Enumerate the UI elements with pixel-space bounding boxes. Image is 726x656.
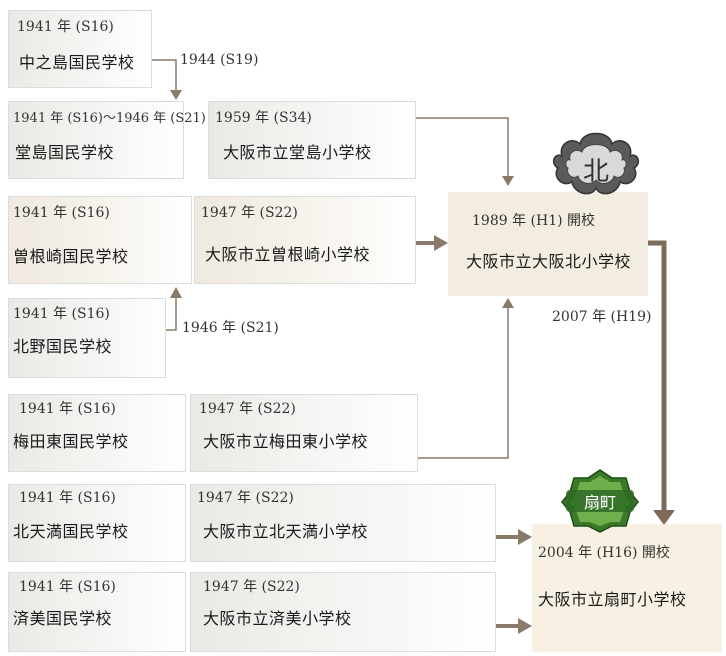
kita-school-emblem-icon: 北	[548, 126, 644, 202]
node-name: 済美国民学校	[13, 609, 113, 628]
node-umedahigashi-es: 1947 年 (S22) 大阪市立梅田東小学校	[190, 394, 418, 472]
node-name: 堂島国民学校	[15, 143, 115, 162]
arrow-dojima-to-osakakita	[416, 117, 509, 178]
node-year: 1947 年 (S22)	[197, 490, 294, 506]
node-name: 大阪市立曽根崎小学校	[205, 245, 371, 264]
node-name: 大阪市立済美小学校	[203, 609, 352, 628]
label-1944: 1944 (S19)	[180, 52, 259, 68]
node-name: 大阪市立扇町小学校	[538, 590, 687, 609]
node-name: 北野国民学校	[13, 337, 113, 356]
node-nakanoshima: 1941 年 (S16) 中之島国民学校	[8, 10, 152, 88]
node-name: 大阪市立梅田東小学校	[203, 432, 369, 451]
node-year: 1941 年 (S16)	[17, 19, 114, 35]
node-dojima-es: 1959 年 (S34) 大阪市立堂島小学校	[208, 101, 416, 179]
svg-text:扇町: 扇町	[584, 493, 616, 512]
node-year: 1947 年 (S22)	[199, 401, 296, 417]
node-sonezaki-es: 1947 年 (S22) 大阪市立曽根崎小学校	[194, 196, 416, 284]
node-saibi: 1941 年 (S16) 済美国民学校	[8, 572, 186, 652]
arrow-umedahigashi-to-osakakita	[418, 306, 509, 459]
node-dojima: 1941 年 (S16)～1946 年 (S21) 堂島国民学校	[8, 101, 206, 179]
node-sonezaki: 1941 年 (S16) 曽根崎国民学校	[8, 196, 192, 284]
arrow-kitano-to-sonezaki	[166, 296, 177, 331]
node-year: 1941 年 (S16)	[13, 306, 110, 322]
node-year: 1941 年 (S16)	[19, 579, 116, 595]
node-kitatenma: 1941 年 (S16) 北天満国民学校	[8, 484, 186, 562]
arrow-nakanoshima-to-dojima	[152, 59, 177, 92]
label-1946: 1946 年 (S21)	[182, 320, 279, 336]
node-name: 中之島国民学校	[19, 53, 135, 72]
node-name: 大阪市立大阪北小学校	[466, 252, 632, 271]
node-year: 1959 年 (S34)	[215, 110, 312, 126]
node-name: 梅田東国民学校	[13, 432, 129, 451]
node-kitatenma-es: 1947 年 (S22) 大阪市立北天満小学校	[190, 484, 496, 562]
node-name: 大阪市立北天満小学校	[203, 522, 369, 541]
node-name: 北天満国民学校	[13, 522, 129, 541]
node-saibi-es: 1947 年 (S22) 大阪市立済美小学校	[190, 572, 496, 652]
node-name: 大阪市立堂島小学校	[223, 143, 372, 162]
node-year: 2004 年 (H16) 開校	[538, 545, 670, 561]
arrow-osakakita-to-ogimachi	[648, 240, 667, 512]
node-osakakita: 1989 年 (H1) 開校 大阪市立大阪北小学校	[448, 192, 648, 296]
node-ogimachi: 2004 年 (H16) 開校 大阪市立扇町小学校	[532, 524, 722, 652]
node-name: 曽根崎国民学校	[13, 247, 129, 266]
label-2007: 2007 年 (H19)	[552, 309, 652, 325]
ogimachi-school-emblem-icon: 扇町	[560, 468, 640, 534]
node-kitano: 1941 年 (S16) 北野国民学校	[8, 298, 166, 378]
node-year: 1941 年 (S16)	[19, 401, 116, 417]
node-year: 1941 年 (S16)	[13, 205, 110, 221]
node-year: 1989 年 (H1) 開校	[472, 213, 596, 229]
node-year: 1947 年 (S22)	[203, 579, 300, 595]
node-year: 1941 年 (S16)	[19, 490, 116, 506]
svg-text:北: 北	[583, 157, 609, 187]
node-umedahigashi: 1941 年 (S16) 梅田東国民学校	[8, 394, 186, 472]
node-year: 1941 年 (S16)～1946 年 (S21)	[13, 111, 206, 126]
node-year: 1947 年 (S22)	[201, 205, 298, 221]
